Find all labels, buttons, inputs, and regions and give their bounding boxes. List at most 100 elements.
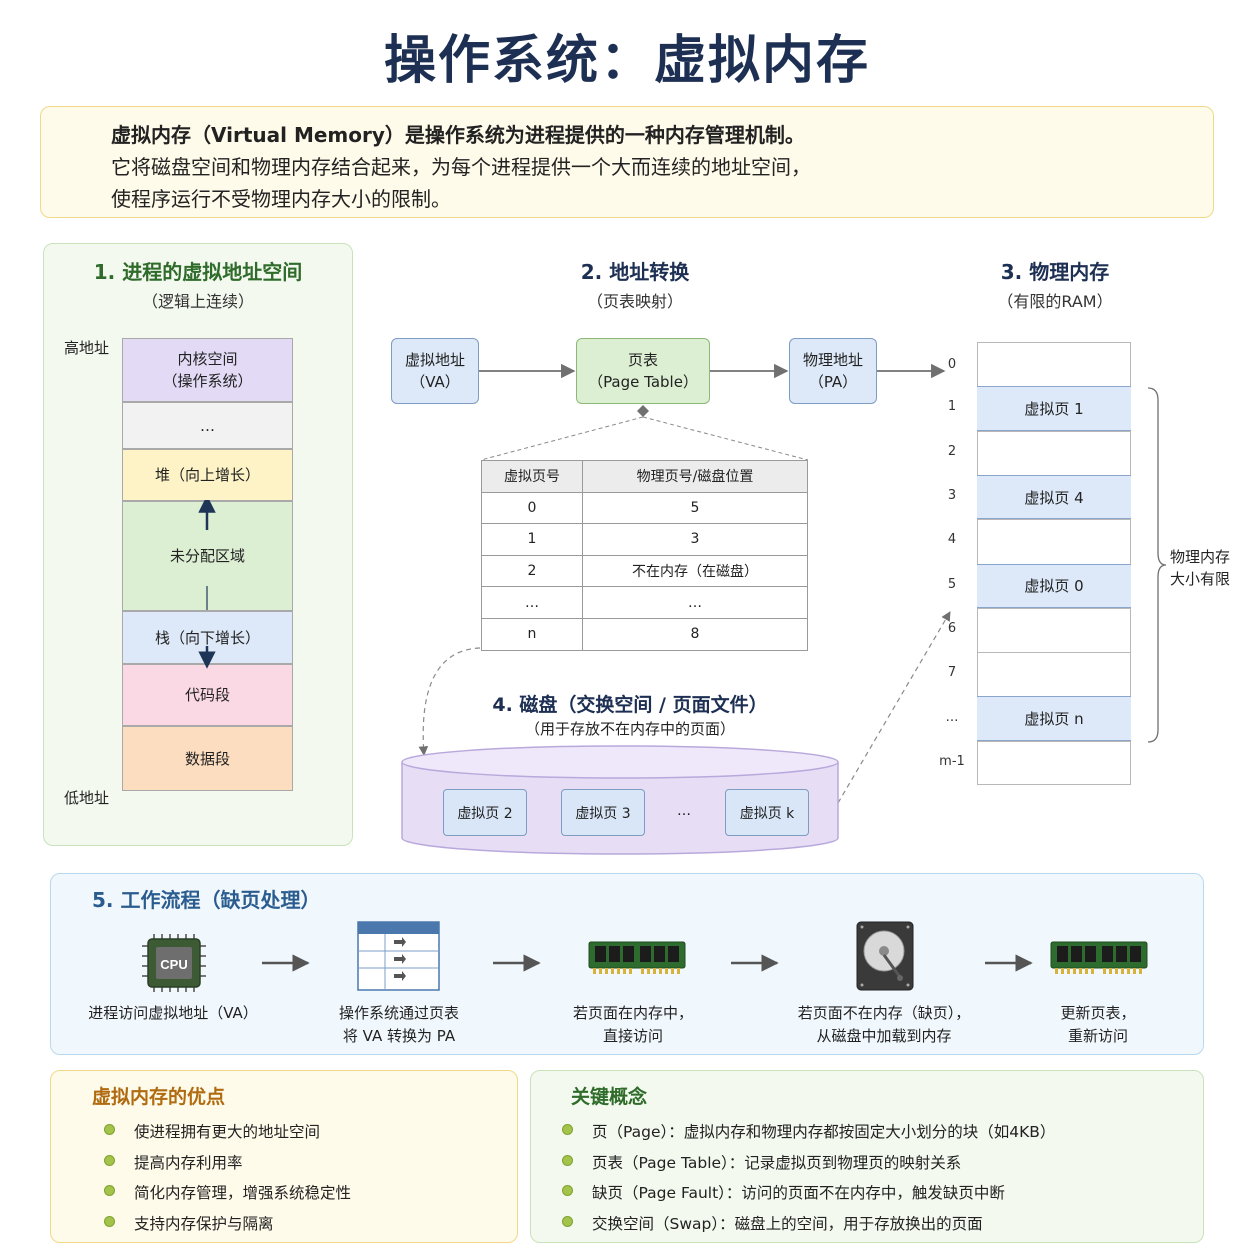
bullet-icon: [104, 1154, 115, 1166]
step-line-2: 将 VA 转换为 PA: [342, 1027, 456, 1045]
ram-frame: 虚拟页 1: [977, 386, 1131, 431]
concepts-title: 关键概念: [571, 1086, 648, 1108]
pt-header-vpn: 虚拟页号: [481, 460, 583, 493]
bullet-icon: [562, 1154, 573, 1166]
intro-box: 虚拟内存（Virtual Memory）是操作系统为进程提供的一种内存管理机制。…: [40, 106, 1214, 218]
disk-to-ram-arrow: [837, 611, 951, 804]
bullet-icon: [562, 1124, 573, 1135]
page-title: 操作系统：虚拟内存: [383, 31, 870, 91]
ram-frame-label: 虚拟页 1: [1024, 399, 1084, 418]
intro-line-3: 使程序运行不受物理内存大小的限制。: [111, 187, 451, 211]
segment-text: 数据段: [185, 748, 230, 770]
segment-line-2: （操作系统）: [162, 372, 253, 390]
segment-line-1: 数据段: [184, 749, 230, 768]
section2-subtitle: （页表映射）: [586, 292, 683, 311]
hard-disk-icon: [856, 921, 914, 991]
workflow-step-label: 若页面不在内存（缺页）， 从磁盘中加载到内存: [754, 1002, 1014, 1048]
ram-frame: [977, 342, 1131, 386]
segment-text: 代码段: [185, 684, 230, 706]
section5-title: 5. 工作流程（缺页处理）: [92, 888, 321, 912]
intro-line-1: 虚拟内存（Virtual Memory）是操作系统为进程提供的一种内存管理机制。: [111, 123, 805, 147]
segment-line-1: 未分配区域: [169, 547, 245, 565]
growth-arrows: [198, 500, 216, 669]
bullet-icon: [104, 1216, 115, 1228]
step-line-2: 直接访问: [602, 1027, 663, 1045]
ram-frame: [977, 652, 1131, 696]
physical-address-box: 物理地址（PA）: [789, 338, 877, 404]
ram-frame-label: 虚拟页 4: [1024, 488, 1084, 507]
pa-line-2: （PA）: [808, 373, 858, 391]
ram-frame-label: 虚拟页 n: [1024, 710, 1084, 729]
pt-header-ppn: 物理页号/磁盘位置: [581, 460, 809, 493]
disk-page: 虚拟页 k: [725, 789, 809, 836]
ram-frame-index: …: [945, 709, 959, 725]
ram-frame: 虚拟页 0: [977, 563, 1131, 608]
segment-text: 未分配区域: [170, 545, 245, 567]
ram-frame-index: 3: [947, 488, 957, 504]
intro-line-2: 它将磁盘空间和物理内存结合起来，为每个进程提供一个大而连续的地址空间，: [111, 155, 811, 179]
ram-frame-index: 6: [947, 620, 957, 636]
ram-frame-index: 5: [947, 576, 957, 592]
ram-frame-label: 虚拟页 0: [1024, 577, 1084, 596]
disk-page: …: [677, 803, 691, 819]
page-table-box: 页表 （Page Table）: [576, 338, 710, 404]
segment-line-1: 内核空间: [177, 350, 238, 368]
list-item: 交换空间（Swap）：磁盘上的空间，用于存放换出的页面: [592, 1215, 983, 1234]
vpn-cell: 0: [481, 491, 583, 525]
bullet-icon: [562, 1216, 573, 1228]
segment-text: 栈（向下增长）: [155, 627, 260, 649]
list-item: 简化内存管理，增强系统稳定性: [134, 1184, 352, 1203]
pt-detail-left-line: [480, 416, 644, 461]
pt-line-1: 页表: [627, 351, 658, 369]
address-segment: 代码段: [122, 664, 293, 726]
pt-line-2: （Page Table）: [588, 373, 698, 391]
vpn-cell: 1: [481, 523, 583, 556]
workflow-step-label: 更新页表，重新访问: [1013, 1002, 1183, 1048]
step-line-1: 若页面不在内存（缺页），: [797, 1004, 971, 1022]
ram-frame-index: 7: [947, 665, 957, 681]
segment-text: …: [200, 415, 215, 437]
ppn-cell: …: [581, 586, 809, 619]
ram-limit-brace: [1147, 387, 1167, 743]
workflow-step-label: 操作系统通过页表将 VA 转换为 PA: [284, 1002, 514, 1048]
ram-icon: [1050, 941, 1148, 974]
ram-frame-index: 4: [947, 532, 957, 548]
segment-text: 内核空间 （操作系统）: [162, 348, 252, 392]
section3-title: 3. 物理内存: [1000, 260, 1110, 284]
segment-line-1: 代码段: [184, 686, 230, 704]
vpn-cell: …: [481, 586, 583, 619]
disk-page: 虚拟页 2: [443, 789, 527, 836]
section3-subtitle: （有限的RAM）: [997, 292, 1113, 311]
list-item: 提高内存利用率: [134, 1153, 243, 1172]
pt-detail-right-line: [642, 416, 809, 461]
vpn-cell: n: [481, 617, 583, 651]
ram-frame: 虚拟页 n: [977, 696, 1131, 741]
step-line-2: 从磁盘中加载到内存: [816, 1027, 952, 1045]
segment-text: 堆（向上增长）: [155, 464, 260, 486]
ram-frame: 虚拟页 4: [977, 474, 1131, 520]
step-line-1: 更新页表，: [1060, 1004, 1136, 1022]
ram-frame: [977, 430, 1131, 475]
bullet-icon: [104, 1185, 115, 1197]
section1-title: 1. 进程的虚拟地址空间: [93, 260, 303, 284]
ram-frame: [977, 519, 1131, 563]
ram-frame-index: 2: [947, 443, 957, 459]
ppn-cell: 8: [581, 617, 809, 651]
list-item: 缺页（Page Fault）：访问的页面不在内存中，触发缺页中断: [592, 1184, 1005, 1203]
ram-frame: [977, 740, 1131, 785]
disk-cylinder-top: [401, 745, 839, 779]
high-address-label: 高地址: [64, 339, 110, 357]
va-line-2: （VA）: [410, 373, 460, 391]
page-table-icon: [357, 921, 440, 991]
ram-limit-label: 物理内存 大小有限: [1170, 546, 1230, 590]
ram-frame-index: 1: [947, 399, 957, 415]
ram-limit-line-1: 物理内存: [1170, 548, 1231, 566]
section2-title: 2. 地址转换: [580, 260, 690, 284]
workflow-step-label: 进程访问虚拟地址（VA）: [58, 1002, 288, 1025]
vpn-cell: 2: [481, 554, 583, 588]
step-line-1: 若页面在内存中，: [572, 1004, 693, 1022]
section1-subtitle: （逻辑上连续）: [141, 292, 254, 311]
bullet-icon: [104, 1124, 115, 1135]
